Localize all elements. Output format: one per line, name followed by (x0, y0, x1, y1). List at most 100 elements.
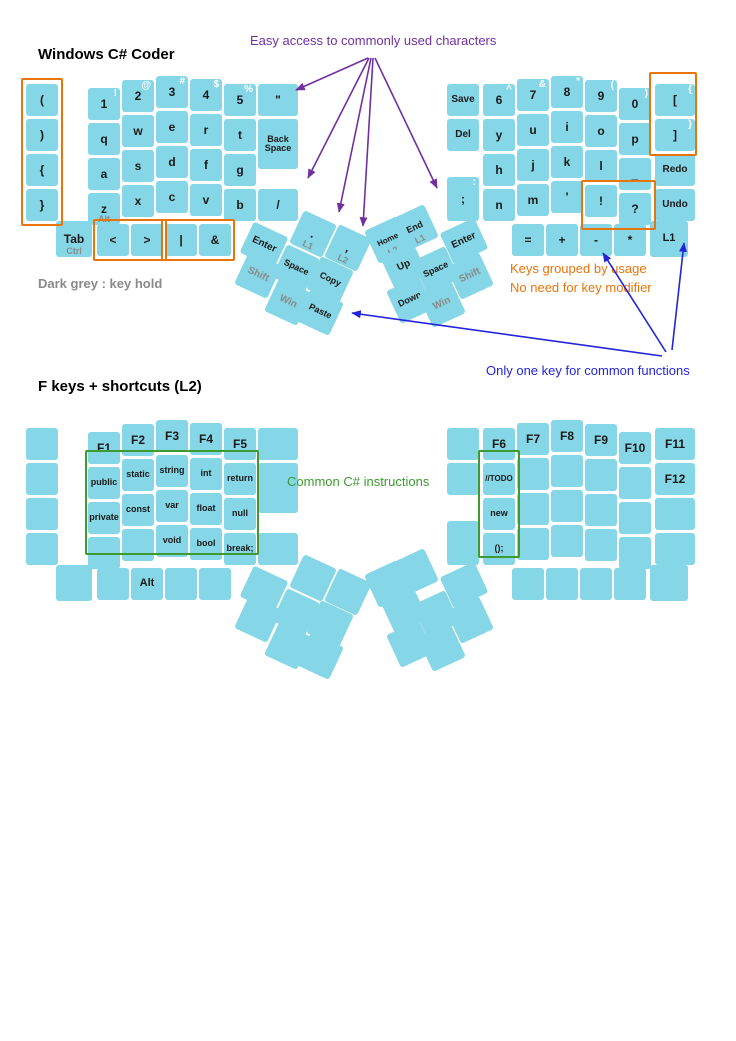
key-label: (); (494, 543, 504, 554)
key-label: F12 (664, 471, 686, 486)
key-blank (122, 529, 154, 561)
key-label: v (202, 192, 210, 207)
key-close-brace: } (26, 189, 58, 221)
key-label: . (308, 226, 318, 241)
key-label: Alt (139, 577, 155, 590)
key-5: 5% (224, 84, 256, 116)
key-label: f (204, 157, 208, 172)
key-label: 9 (597, 88, 605, 103)
key-open-bracket: [{ (655, 84, 695, 116)
key-label: return (226, 473, 253, 484)
annotation-common-csharp: Common C# instructions (287, 474, 430, 489)
key-label: ] (673, 127, 677, 142)
key-label: Copy (317, 270, 343, 289)
key-f11: F11 (655, 428, 695, 460)
key-a: a (88, 158, 120, 190)
key-shifted-label: % (244, 84, 253, 95)
key-blank (551, 455, 583, 487)
key-label: Redo (662, 163, 688, 175)
key-label: F7 (525, 431, 540, 446)
key-int: int (190, 458, 222, 490)
key-equals: = (512, 224, 544, 256)
key-blank (580, 568, 612, 600)
key-underscore: _ (619, 158, 651, 190)
key-label: Paste (307, 301, 334, 321)
key-todo: //TODO (483, 463, 515, 495)
key-label: F9 (593, 432, 608, 447)
key-return: return (224, 463, 256, 495)
key-label: 3 (168, 84, 176, 99)
key-f9: F9 (585, 424, 617, 456)
key-label: Space (421, 259, 450, 280)
key-label: F6 (491, 436, 506, 451)
easy-access-arrow (336, 57, 372, 213)
key-label: _ (631, 166, 639, 181)
key-shifted-label: $ (213, 79, 219, 90)
key-open-paren: ( (26, 84, 58, 116)
key-blank (517, 458, 549, 490)
key-question: ? (619, 193, 651, 225)
easy-access-arrow (307, 57, 370, 179)
key-label: void (162, 535, 182, 546)
key-b: b (224, 189, 256, 221)
key-null: null (224, 498, 256, 530)
key-n: n (483, 189, 515, 221)
key-f6: F6 (483, 428, 515, 460)
key-7: 7& (517, 79, 549, 111)
key-shifted-label: { (688, 84, 692, 95)
key-del: Del (447, 119, 479, 151)
easy-access-arrow (295, 57, 369, 91)
key-f2: F2 (122, 424, 154, 456)
key-blank (517, 493, 549, 525)
key-label: Undo (662, 198, 688, 210)
key-label: ' (565, 189, 569, 204)
key-label: l (599, 158, 603, 173)
key-blank (546, 568, 578, 600)
key-label: 5 (236, 92, 244, 107)
key-y: y (483, 119, 515, 151)
key-label: Save (451, 93, 475, 105)
key-u: u (517, 114, 549, 146)
key-blank (551, 525, 583, 557)
key-label: private (89, 512, 119, 523)
key-slash: / (258, 189, 298, 221)
key-shifted-label: * (576, 76, 580, 87)
key-static: static (122, 459, 154, 491)
key-c: c (156, 181, 188, 213)
key-string: string (156, 455, 188, 487)
key-blank (517, 528, 549, 560)
key-less-than: < (97, 224, 129, 256)
key-blank (97, 568, 129, 600)
key-label: 2 (134, 88, 142, 103)
key-i: i (551, 111, 583, 143)
key-label: > (143, 232, 151, 247)
key-void: void (156, 525, 188, 557)
key-label: n (495, 197, 503, 212)
key-label: ( (40, 92, 44, 107)
key-label: 4 (202, 87, 210, 102)
key-label: j (531, 157, 535, 172)
key-k: k (551, 146, 583, 178)
key-m: m (517, 184, 549, 216)
layout-title-l2: F keys + shortcuts (L2) (38, 378, 202, 395)
key-label: string (159, 465, 185, 476)
key-label: w (133, 123, 143, 138)
key-9: 9( (585, 80, 617, 112)
key-blank (447, 463, 479, 495)
key-label: var (165, 500, 179, 511)
key-f5: F5 (224, 428, 256, 460)
key-blank (447, 428, 479, 460)
key-label: F3 (164, 428, 179, 443)
key-hold-label: Alt (98, 214, 110, 224)
key-3: 3# (156, 76, 188, 108)
key-bool: bool (190, 528, 222, 560)
key-shifted-label: ^ (506, 84, 512, 95)
key-label: F8 (559, 428, 574, 443)
layout-title-main: Windows C# Coder (38, 46, 175, 63)
key-blank (614, 568, 646, 600)
key-label: Win (277, 292, 299, 311)
annotation-keys-grouped: Keys grouped by usage (510, 261, 647, 276)
key-shifted-label: ( (610, 80, 614, 91)
key-blank (585, 529, 617, 561)
